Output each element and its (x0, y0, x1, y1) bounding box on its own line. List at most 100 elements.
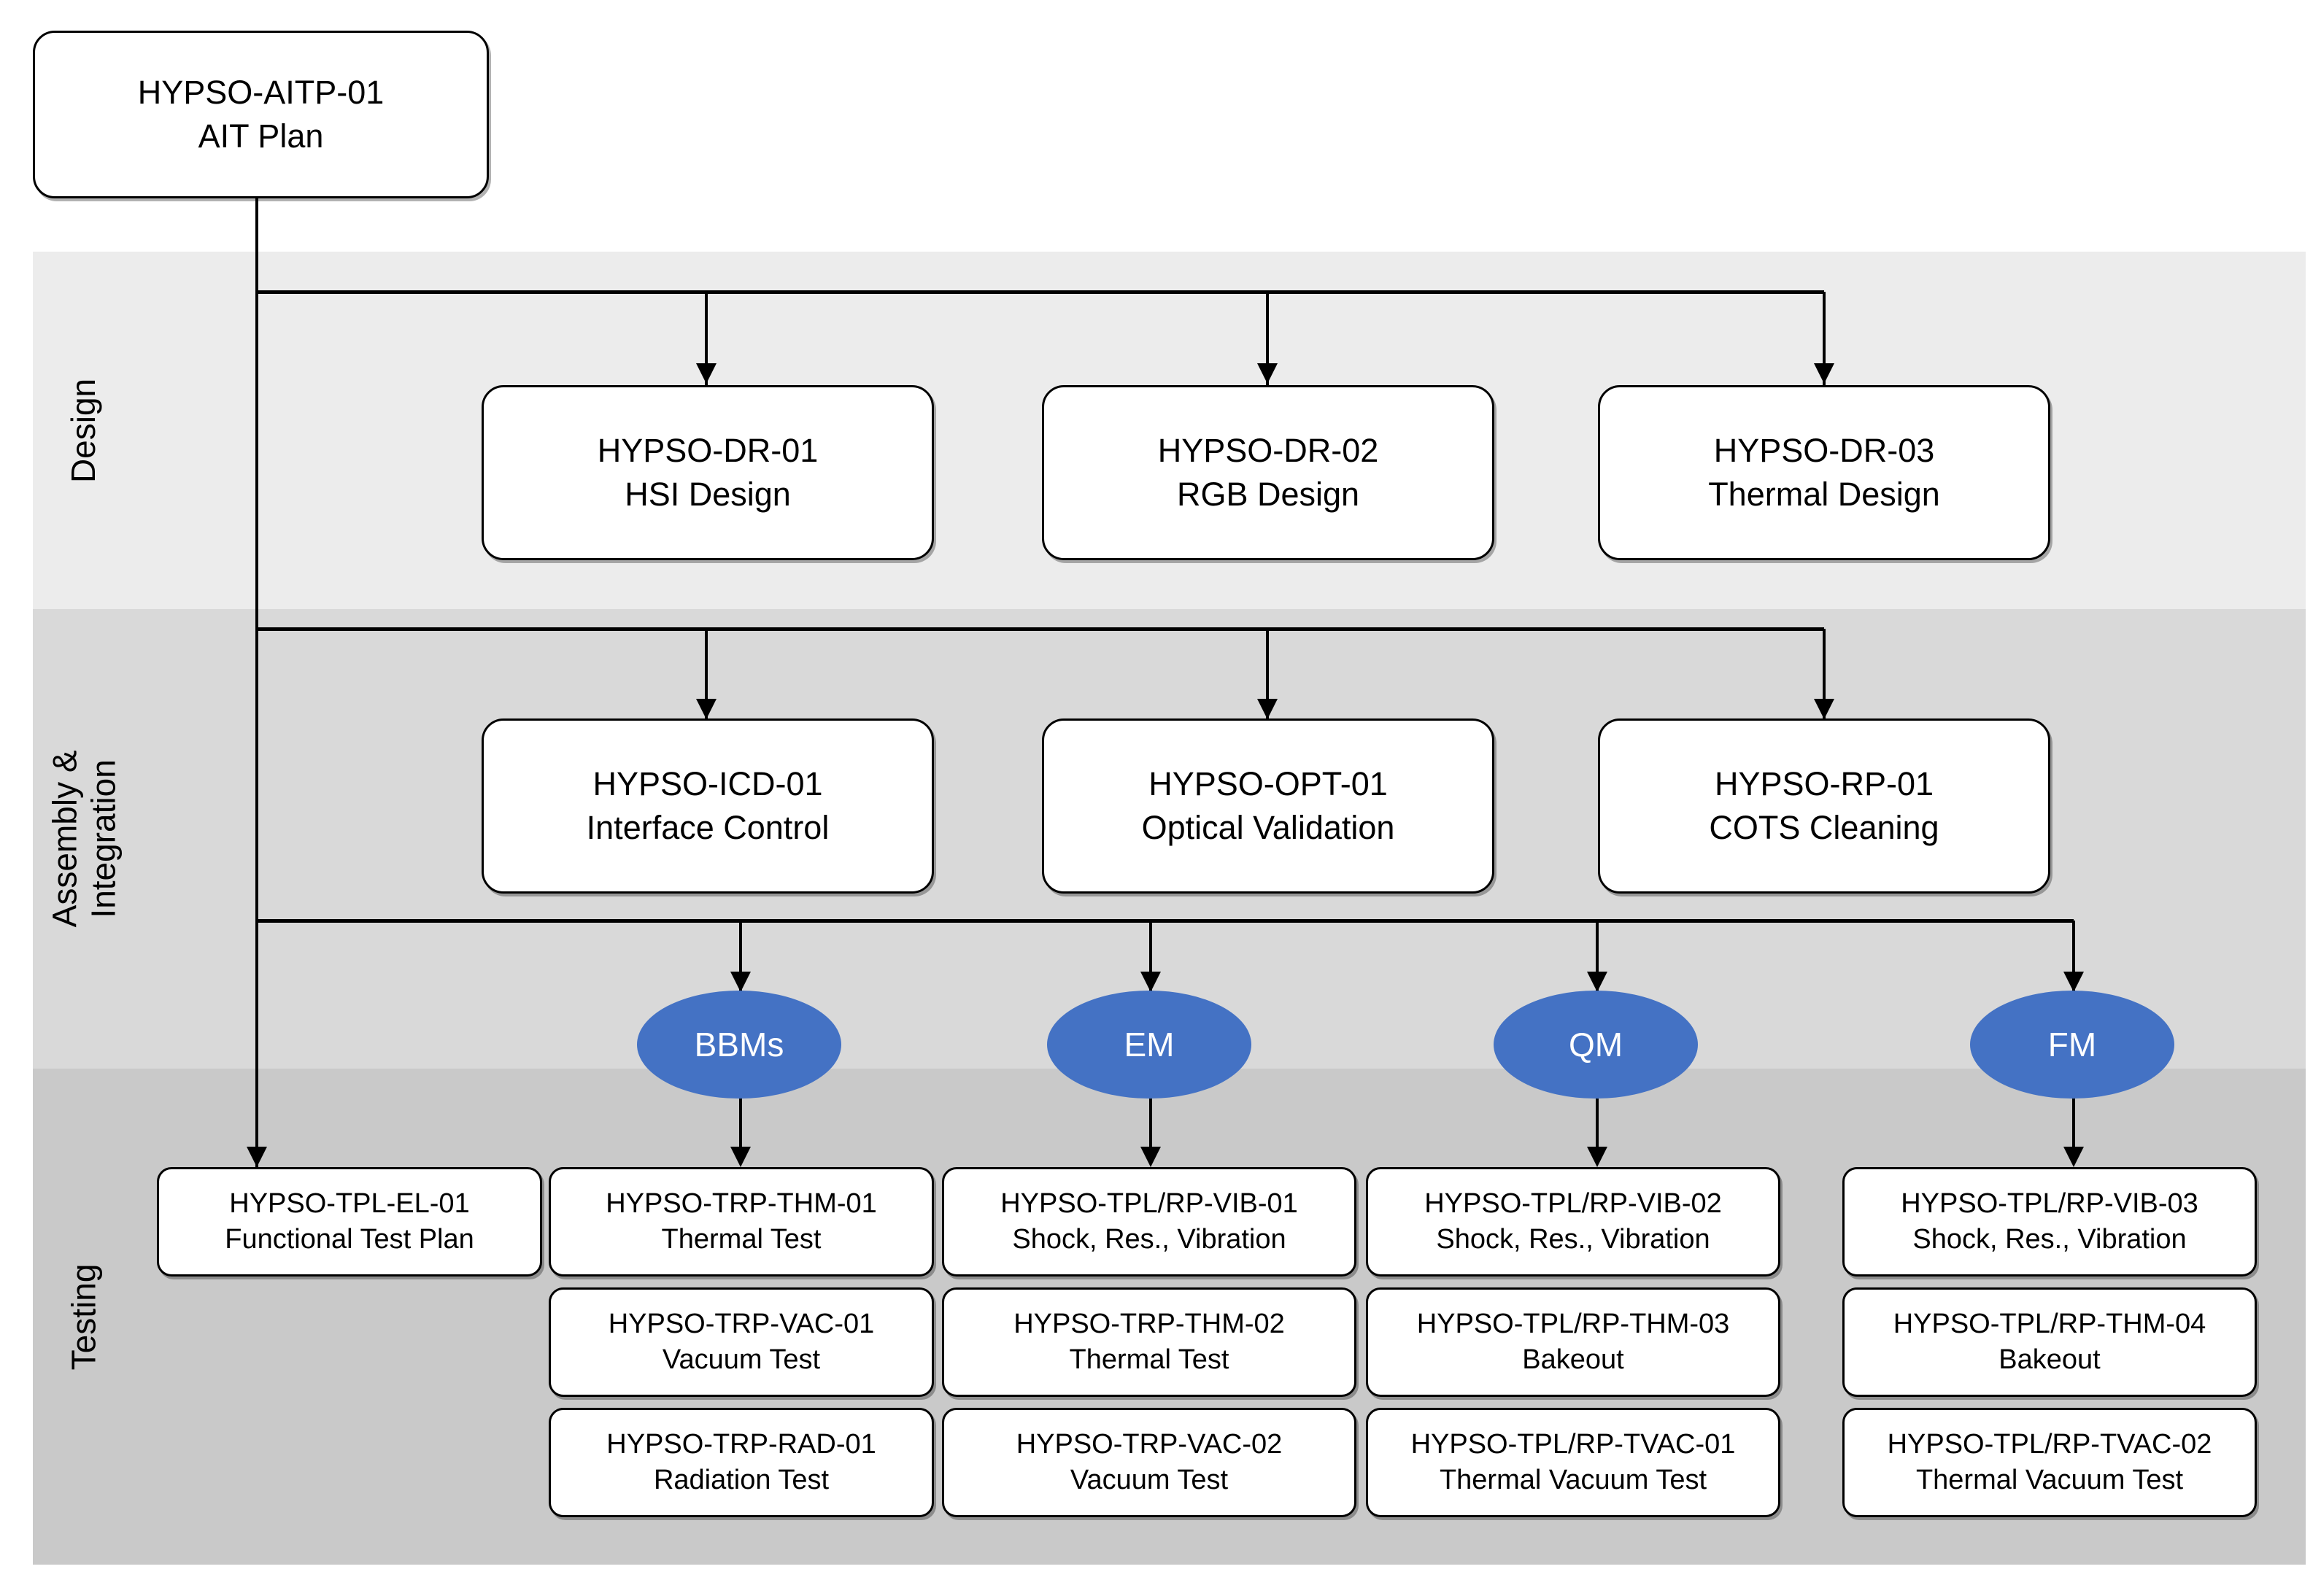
node-hypso-trp-thm-02-id: HYPSO-TRP-THM-02 (1013, 1308, 1285, 1339)
connector-assembly-arrow-1 (696, 699, 717, 719)
connector-model-arrow-bbms (730, 972, 751, 992)
node-hypso-trp-thm-01[interactable]: HYPSO-TRP-THM-01 Thermal Test (549, 1167, 934, 1277)
node-hypso-trp-rad-01-label: Radiation Test (653, 1465, 830, 1495)
node-hypso-trp-vac-01-id: HYPSO-TRP-VAC-01 (608, 1308, 875, 1339)
connector-design-arrow-2 (1257, 363, 1278, 384)
node-hypso-dr-02-id: HYPSO-DR-02 (1157, 432, 1379, 470)
node-hypso-trp-vac-02-label: Vacuum Test (1070, 1465, 1229, 1495)
node-hypso-trp-vac-02-id: HYPSO-TRP-VAC-02 (1016, 1428, 1283, 1460)
node-hypso-tpl-el-01-label: Functional Test Plan (225, 1224, 474, 1255)
connector-fm-to-test-arrow (2063, 1147, 2084, 1167)
node-hypso-dr-03[interactable]: HYPSO-DR-03 Thermal Design (1598, 385, 2050, 560)
node-ait-plan-id: HYPSO-AITP-01 (137, 74, 385, 112)
connector-design-arrow-1 (696, 363, 717, 384)
node-hypso-tpl-rp-vib-03-id: HYPSO-TPL/RP-VIB-03 (1901, 1188, 2198, 1219)
connector-qm-to-test-arrow (1587, 1147, 1607, 1167)
node-hypso-trp-vac-01[interactable]: HYPSO-TRP-VAC-01 Vacuum Test (549, 1287, 934, 1397)
node-hypso-rp-01[interactable]: HYPSO-RP-01 COTS Cleaning (1598, 718, 2050, 894)
node-hypso-opt-01-label: Optical Validation (1141, 809, 1395, 846)
connector-assembly-drop-3 (1823, 629, 1826, 722)
node-hypso-trp-rad-01[interactable]: HYPSO-TRP-RAD-01 Radiation Test (549, 1408, 934, 1517)
connector-model-drop-qm (1596, 921, 1599, 993)
connector-assembly-arrow-3 (1814, 699, 1834, 719)
node-hypso-tpl-rp-vib-02[interactable]: HYPSO-TPL/RP-VIB-02 Shock, Res., Vibrati… (1366, 1167, 1780, 1277)
node-hypso-tpl-rp-thm-03-label: Bakeout (1522, 1344, 1624, 1375)
connector-model-drop-em (1149, 921, 1152, 993)
connector-model-drop-bbms (739, 921, 742, 993)
node-hypso-tpl-rp-tvac-01-label: Thermal Vacuum Test (1439, 1465, 1707, 1495)
node-hypso-opt-01-id: HYPSO-OPT-01 (1148, 765, 1388, 803)
connector-assembly-bus (255, 627, 1824, 631)
node-hypso-trp-vac-01-label: Vacuum Test (662, 1344, 821, 1375)
connector-em-to-test-arrow (1140, 1147, 1161, 1167)
node-hypso-tpl-rp-tvac-02[interactable]: HYPSO-TPL/RP-TVAC-02 Thermal Vacuum Test (1842, 1408, 2257, 1517)
connector-models-bus (255, 919, 2074, 923)
node-hypso-icd-01-id: HYPSO-ICD-01 (592, 765, 823, 803)
ellipse-model-qm[interactable]: QM (1494, 991, 1698, 1099)
node-hypso-icd-01-label: Interface Control (586, 809, 830, 846)
ellipse-model-em-label: EM (1124, 1026, 1175, 1064)
node-hypso-tpl-rp-vib-01[interactable]: HYPSO-TPL/RP-VIB-01 Shock, Res., Vibrati… (942, 1167, 1356, 1277)
node-hypso-tpl-rp-vib-02-id: HYPSO-TPL/RP-VIB-02 (1424, 1188, 1722, 1219)
node-hypso-dr-02[interactable]: HYPSO-DR-02 RGB Design (1042, 385, 1494, 560)
ellipse-model-qm-label: QM (1568, 1026, 1623, 1064)
connector-assembly-drop-2 (1266, 629, 1269, 722)
connector-qm-to-test (1596, 1099, 1599, 1150)
connector-model-arrow-qm (1587, 972, 1607, 992)
connector-design-drop-1 (705, 292, 708, 387)
node-hypso-tpl-rp-vib-03[interactable]: HYPSO-TPL/RP-VIB-03 Shock, Res., Vibrati… (1842, 1167, 2257, 1277)
node-hypso-trp-thm-01-id: HYPSO-TRP-THM-01 (606, 1188, 877, 1219)
node-hypso-dr-01-id: HYPSO-DR-01 (597, 432, 819, 470)
connector-design-drop-3 (1823, 292, 1826, 387)
ellipse-model-bbms-label: BBMs (694, 1026, 784, 1064)
band-label-assembly-line1: Assembly & (45, 750, 84, 928)
node-ait-plan[interactable]: HYPSO-AITP-01 AIT Plan (33, 31, 489, 198)
node-hypso-tpl-rp-vib-01-label: Shock, Res., Vibration (1012, 1224, 1286, 1255)
node-hypso-tpl-rp-tvac-01-id: HYPSO-TPL/RP-TVAC-01 (1410, 1428, 1736, 1460)
node-hypso-tpl-rp-thm-03-id: HYPSO-TPL/RP-THM-03 (1416, 1308, 1730, 1339)
connector-fm-to-test (2072, 1099, 2075, 1150)
connector-design-arrow-3 (1814, 363, 1834, 384)
band-label-assembly: Assembly & Integration (33, 609, 135, 1069)
node-hypso-trp-thm-01-label: Thermal Test (661, 1224, 822, 1255)
node-hypso-tpl-rp-thm-04-label: Bakeout (1998, 1344, 2101, 1375)
node-hypso-tpl-rp-tvac-02-label: Thermal Vacuum Test (1915, 1465, 2184, 1495)
node-hypso-dr-02-label: RGB Design (1176, 476, 1360, 513)
band-label-design-text: Design (64, 378, 103, 483)
node-hypso-dr-01-label: HSI Design (625, 476, 791, 513)
node-hypso-dr-03-label: Thermal Design (1708, 476, 1940, 513)
connector-model-arrow-em (1140, 972, 1161, 992)
node-hypso-opt-01[interactable]: HYPSO-OPT-01 Optical Validation (1042, 718, 1494, 894)
node-hypso-rp-01-label: COTS Cleaning (1709, 809, 1939, 846)
node-hypso-rp-01-id: HYPSO-RP-01 (1714, 765, 1934, 803)
node-hypso-trp-thm-02[interactable]: HYPSO-TRP-THM-02 Thermal Test (942, 1287, 1356, 1397)
node-hypso-trp-thm-02-label: Thermal Test (1069, 1344, 1229, 1375)
node-hypso-dr-01[interactable]: HYPSO-DR-01 HSI Design (482, 385, 934, 560)
node-hypso-tpl-rp-vib-01-id: HYPSO-TPL/RP-VIB-01 (1000, 1188, 1298, 1219)
node-hypso-tpl-rp-tvac-01[interactable]: HYPSO-TPL/RP-TVAC-01 Thermal Vacuum Test (1366, 1408, 1780, 1517)
band-label-assembly-text: Assembly & Integration (45, 751, 123, 928)
connector-model-arrow-fm (2063, 972, 2084, 992)
node-hypso-tpl-rp-vib-02-label: Shock, Res., Vibration (1436, 1224, 1710, 1255)
band-label-testing-text: Testing (64, 1263, 103, 1370)
node-hypso-tpl-el-01-id: HYPSO-TPL-EL-01 (229, 1188, 470, 1219)
node-hypso-trp-vac-02[interactable]: HYPSO-TRP-VAC-02 Vacuum Test (942, 1408, 1356, 1517)
node-hypso-tpl-rp-thm-04-id: HYPSO-TPL/RP-THM-04 (1893, 1308, 2206, 1339)
band-label-design: Design (33, 252, 135, 609)
node-hypso-tpl-el-01[interactable]: HYPSO-TPL-EL-01 Functional Test Plan (157, 1167, 542, 1277)
node-hypso-tpl-rp-thm-03[interactable]: HYPSO-TPL/RP-THM-03 Bakeout (1366, 1287, 1780, 1397)
connector-spine-arrowhead (247, 1147, 267, 1167)
connector-model-drop-fm (2072, 921, 2075, 993)
node-hypso-dr-03-id: HYPSO-DR-03 (1713, 432, 1935, 470)
node-hypso-icd-01[interactable]: HYPSO-ICD-01 Interface Control (482, 718, 934, 894)
ellipse-model-fm[interactable]: FM (1970, 991, 2174, 1099)
ellipse-model-em[interactable]: EM (1047, 991, 1251, 1099)
connector-bbms-to-test-arrow (730, 1147, 751, 1167)
ellipse-model-bbms[interactable]: BBMs (637, 991, 841, 1099)
node-hypso-trp-rad-01-id: HYPSO-TRP-RAD-01 (606, 1428, 876, 1460)
node-hypso-tpl-rp-thm-04[interactable]: HYPSO-TPL/RP-THM-04 Bakeout (1842, 1287, 2257, 1397)
connector-assembly-drop-1 (705, 629, 708, 722)
node-hypso-tpl-rp-tvac-02-id: HYPSO-TPL/RP-TVAC-02 (1887, 1428, 2212, 1460)
band-label-assembly-line2: Integration (84, 759, 123, 918)
